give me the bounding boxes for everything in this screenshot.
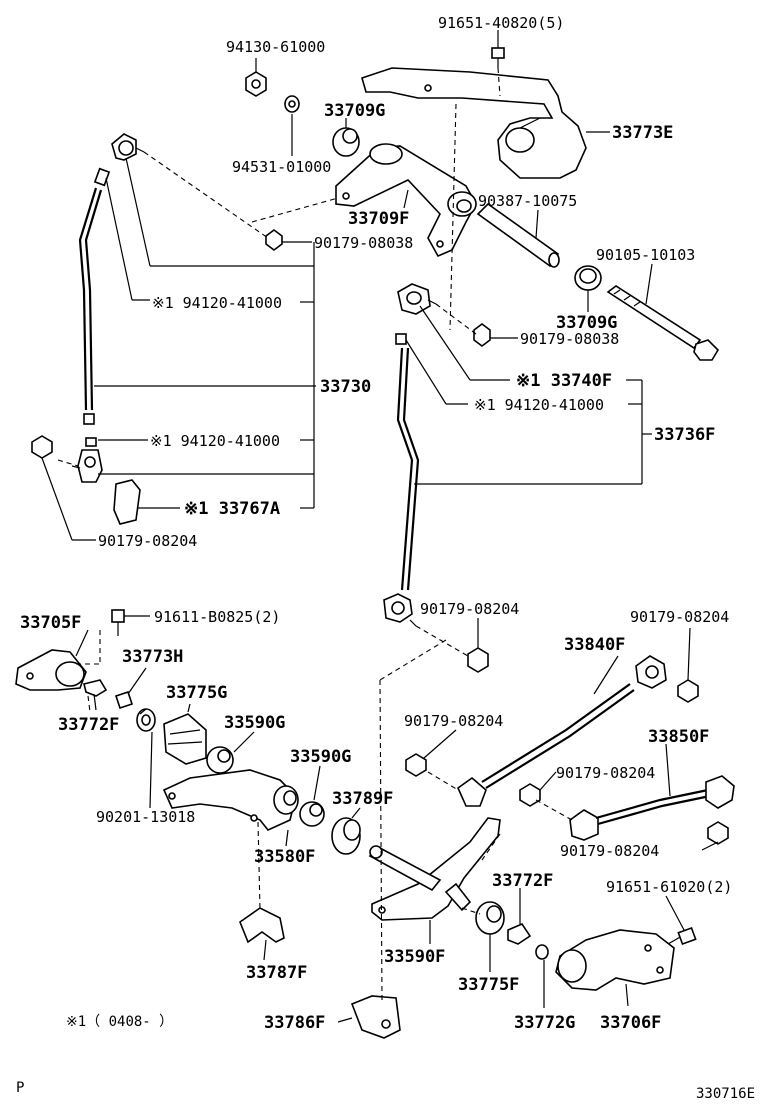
cover-33787f xyxy=(239,907,285,944)
nut-90179-08204-center xyxy=(405,753,427,777)
label-33709f: 33709F xyxy=(348,209,409,229)
nut-90179-08204-left xyxy=(31,435,53,459)
label-91651-61020: 91651-61020(2) xyxy=(606,878,732,896)
nut-90179-08204-right-low xyxy=(707,821,729,845)
label-91611-b0825: 91611-B0825(2) xyxy=(154,608,280,626)
pin-90387-10075 xyxy=(476,202,560,268)
clip-33772f-right xyxy=(507,923,532,945)
bolt-90105-10103 xyxy=(606,285,720,361)
label-33840f: 33840F xyxy=(564,635,625,655)
rod-33850f xyxy=(569,775,735,841)
label-33709g-top: 33709G xyxy=(324,101,385,121)
bushing-33789f xyxy=(331,817,361,855)
rod-33740f xyxy=(383,283,437,627)
washer-94531-01000 xyxy=(284,95,300,113)
clip-33767a xyxy=(113,479,141,525)
label-90179-08204-mid: 90179-08204 xyxy=(420,600,519,618)
label-90179-08204-right-mid: 90179-08204 xyxy=(556,764,655,782)
label-33775g: 33775G xyxy=(166,683,227,703)
clip-33772f-left xyxy=(83,679,108,697)
label-33705f: 33705F xyxy=(20,613,81,633)
label-33767a: ※1 33767A xyxy=(184,499,280,519)
boot-33775g xyxy=(163,713,207,765)
label-94120-41000-b: ※1 94120-41000 xyxy=(474,396,604,414)
label-90387-10075: 90387-10075 xyxy=(478,192,577,210)
bolt-91611-b0825 xyxy=(111,609,125,636)
label-90179-08204-right-low: 90179-08204 xyxy=(560,842,659,860)
nut-94130-61000 xyxy=(245,71,267,97)
label-33730: 33730 xyxy=(320,377,371,397)
nut-90179-08204-right-top xyxy=(677,679,699,703)
label-33709g-right: 33709G xyxy=(556,313,617,333)
label-33590f: 33590F xyxy=(384,947,445,967)
label-33590g-a: 33590G xyxy=(224,713,285,733)
washer-90201-13018 xyxy=(136,708,156,732)
label-33580f: 33580F xyxy=(254,847,315,867)
label-90201-13018: 90201-13018 xyxy=(96,808,195,826)
label-90179-08038-upper: 90179-08038 xyxy=(314,234,413,252)
label-33773e: 33773E xyxy=(612,123,673,143)
bracket-33705f xyxy=(15,649,87,691)
label-33850f: 33850F xyxy=(648,727,709,747)
label-33706f: 33706F xyxy=(600,1013,661,1033)
label-33789f: 33789F xyxy=(332,789,393,809)
label-33736f: 33736F xyxy=(654,425,715,445)
label-33772g: 33772G xyxy=(514,1013,575,1033)
label-94130-61000: 94130-61000 xyxy=(226,38,325,56)
label-33786f: 33786F xyxy=(264,1013,325,1033)
label-90179-08038-middle: 90179-08038 xyxy=(520,330,619,348)
nut-90179-08204-right-mid xyxy=(519,783,541,807)
label-33772f-left: 33772F xyxy=(58,715,119,735)
label-90105-10103: 90105-10103 xyxy=(596,246,695,264)
bushing-33590g-right xyxy=(299,801,325,827)
washer-33772g xyxy=(535,944,549,960)
label-33775f: 33775F xyxy=(458,975,519,995)
label-90179-08204-left: 90179-08204 xyxy=(98,532,197,550)
label-33740f: ※1 33740F xyxy=(516,371,612,391)
label-90179-08204-center: 90179-08204 xyxy=(404,712,503,730)
label-90179-08204-right-top: 90179-08204 xyxy=(630,608,729,626)
bushing-33709g xyxy=(332,127,360,157)
bolt-91651-61020 xyxy=(667,926,697,946)
applicability-note: ※1（ 0408- ） xyxy=(66,1014,173,1030)
nut-90179-08204-middle xyxy=(467,647,489,673)
labels: 94130-61000 91651-40820(5) 33709G 33773E… xyxy=(16,14,755,1102)
bushing-33775f xyxy=(475,901,505,935)
page-marker: P xyxy=(16,1080,24,1096)
label-33787f: 33787F xyxy=(246,963,307,983)
label-91651-40820: 91651-40820(5) xyxy=(438,14,564,32)
cover-33786f xyxy=(350,995,401,1039)
washer-33773h xyxy=(114,690,134,710)
label-94120-41000-a: ※1 94120-41000 xyxy=(152,294,282,312)
diagram-id: 330716E xyxy=(696,1086,755,1102)
dashed-guides xyxy=(57,67,573,1001)
leader-lines xyxy=(41,30,719,1023)
nut-90179-08038-upper xyxy=(265,229,283,251)
bracket-33773e xyxy=(361,67,587,179)
rod-33840f xyxy=(457,655,667,807)
label-33773h: 33773H xyxy=(122,647,183,667)
label-94120-41000-c: ※1 94120-41000 xyxy=(150,432,280,450)
bushing-33709g-right xyxy=(574,265,602,291)
lever-33590f xyxy=(368,817,501,921)
bracket-33706f xyxy=(555,929,675,991)
lever-33709f xyxy=(335,143,477,258)
bushing-33590g-left xyxy=(206,746,234,774)
lever-33580f xyxy=(162,769,299,831)
label-94531-01000: 94531-01000 xyxy=(232,158,331,176)
nut-90179-08038-middle xyxy=(473,323,491,347)
label-33590g-b: 33590G xyxy=(290,747,351,767)
bolt-91651-40820 xyxy=(491,34,505,68)
label-33772f-right: 33772F xyxy=(492,871,553,891)
